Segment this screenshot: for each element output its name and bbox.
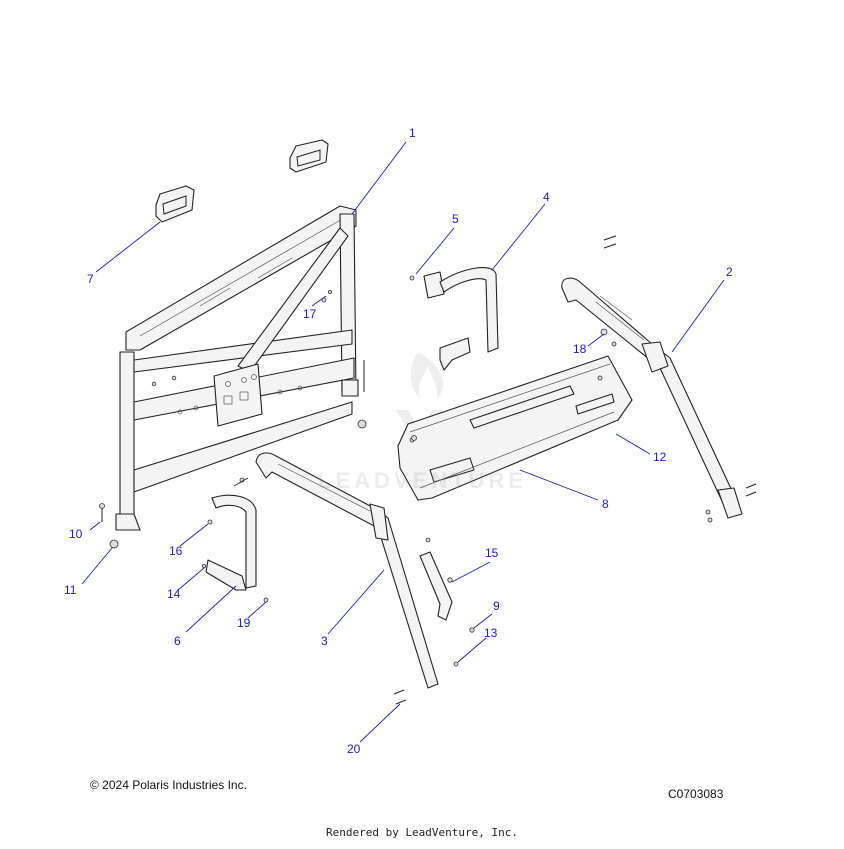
- callout-6: 6: [174, 634, 181, 648]
- callout-12: 12: [653, 450, 667, 464]
- frame-bolts: [99, 375, 177, 549]
- callout-20: 20: [347, 742, 361, 756]
- assist-bar-lower: [201, 494, 269, 603]
- rear-cab-frame: [115, 205, 367, 531]
- callout-14: 14: [167, 587, 181, 601]
- roll-bar-left: [255, 452, 439, 689]
- callout-15: 15: [485, 546, 499, 560]
- callout-5: 5: [452, 212, 459, 226]
- callout-labels: 1 2 3 4 5 6 7 8 9 10 11 12 13 14 15 16 1…: [64, 126, 733, 756]
- callout-19: 19: [237, 616, 251, 630]
- hardware: [233, 235, 757, 705]
- grab-handle-left: [155, 185, 195, 223]
- callout-2: 2: [726, 265, 733, 279]
- callout-4: 4: [543, 190, 550, 204]
- support-bracket: [419, 551, 453, 621]
- callout-13: 13: [484, 626, 498, 640]
- roll-bar-right: [561, 277, 743, 519]
- rendered-by-credit: Rendered by LeadVenture, Inc.: [325, 826, 519, 839]
- callout-9: 9: [493, 599, 500, 613]
- callout-8: 8: [602, 497, 609, 511]
- callout-1: 1: [409, 126, 416, 140]
- leader-lines: [81, 141, 725, 743]
- callout-7: 7: [87, 272, 94, 286]
- callout-16: 16: [169, 544, 183, 558]
- drawing-number: C0703083: [668, 787, 724, 801]
- watermark-text: LEADVENTURE: [318, 468, 528, 493]
- callout-3: 3: [321, 634, 328, 648]
- copyright-notice: © 2024 Polaris Industries Inc.: [90, 778, 247, 792]
- callout-11: 11: [64, 583, 77, 597]
- assist-bar-upper: [409, 267, 499, 371]
- callout-17: 17: [303, 307, 317, 321]
- grab-handle-right: [289, 139, 329, 173]
- rear-upper-panel: [397, 355, 633, 501]
- callout-10: 10: [69, 527, 83, 541]
- callout-18: 18: [573, 342, 587, 356]
